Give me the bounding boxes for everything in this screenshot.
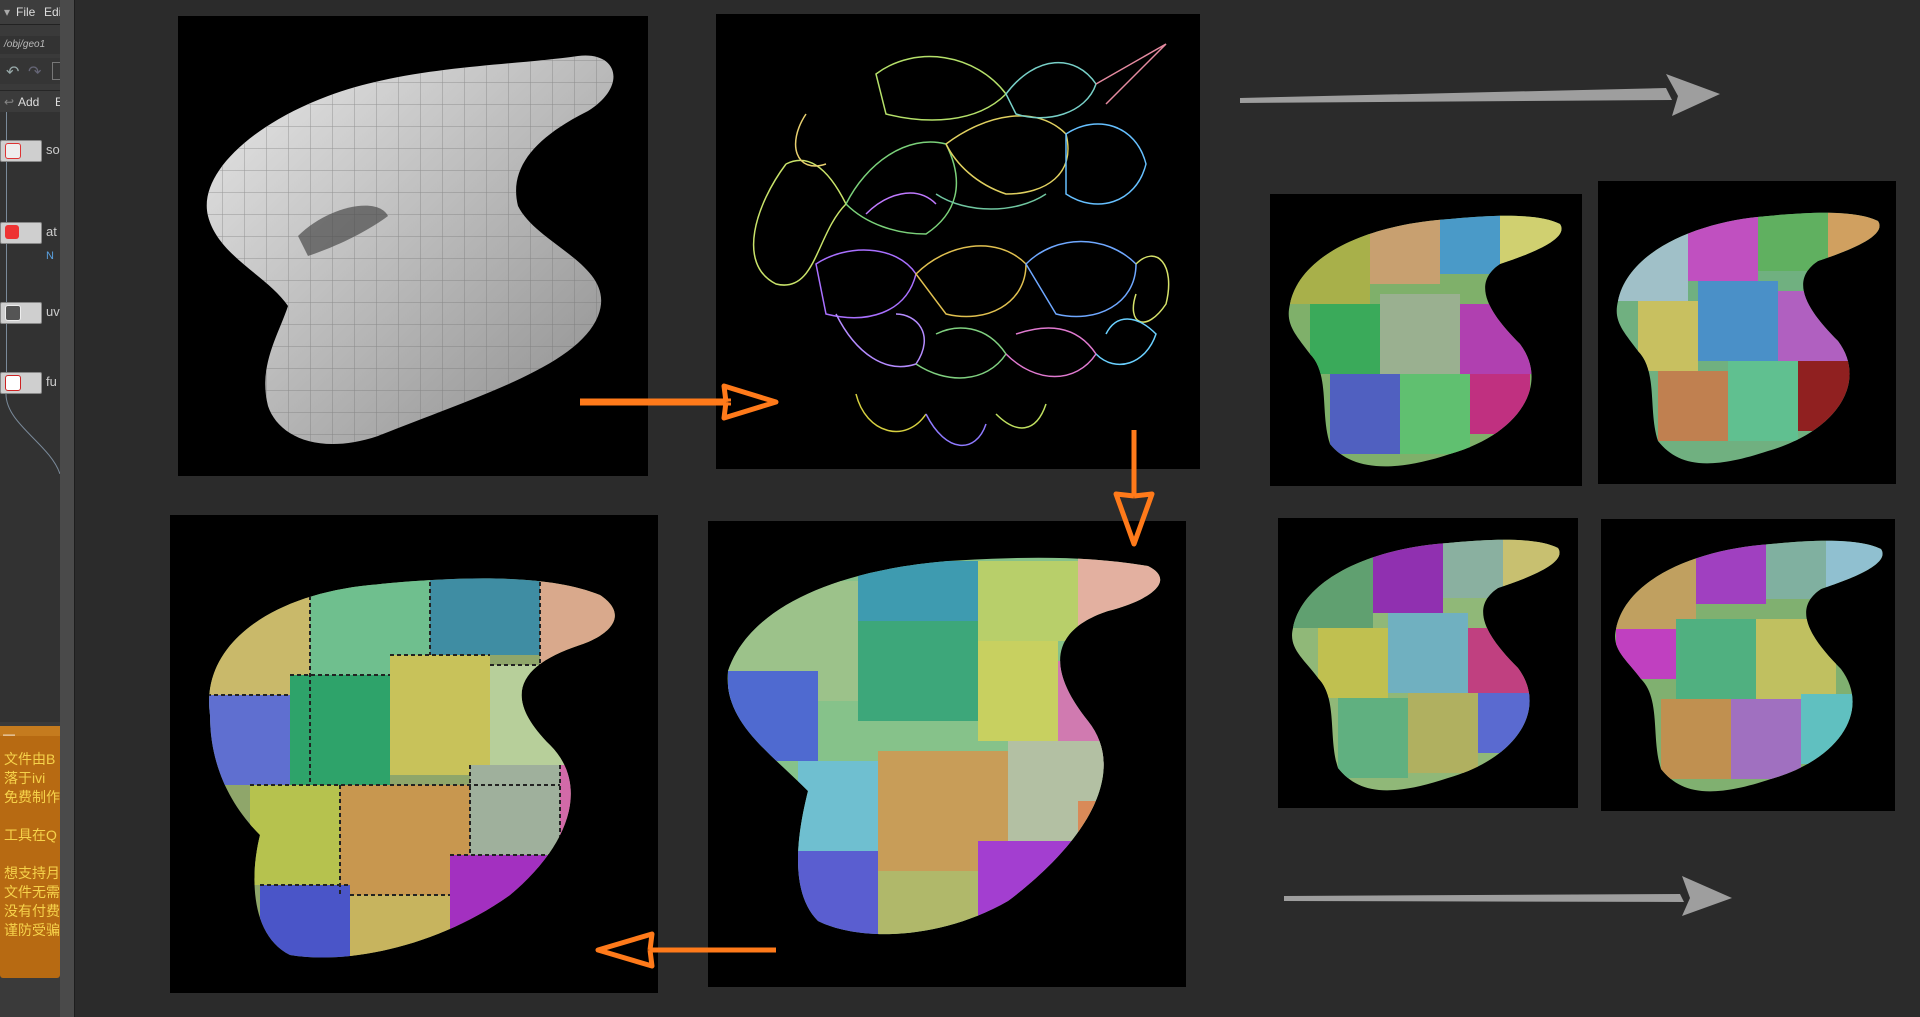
- pin-icon[interactable]: ↩: [4, 95, 15, 109]
- orange-arrow-shaft: [580, 398, 731, 406]
- arrow-down-orange: [1113, 430, 1155, 547]
- add-bar: ↩ Add E: [0, 90, 64, 114]
- variant-render-4: [1615, 540, 1883, 792]
- node-label: so: [46, 142, 60, 157]
- arrow-left-orange: [595, 931, 776, 969]
- gray-arrow-head: [1682, 876, 1732, 916]
- viewport-colored-patches: [708, 521, 1186, 987]
- node-network[interactable]: so at N uv fu: [0, 112, 60, 722]
- gray-arrow-shaft: [1284, 894, 1684, 902]
- voronoi-curves-render: [752, 43, 1170, 447]
- menu-handle-icon: ▾: [4, 5, 11, 19]
- sticky-collapse-bar[interactable]: [0, 726, 60, 736]
- wire: [6, 112, 7, 140]
- menu-bar: ▾ File Edi: [0, 0, 62, 25]
- node-label: at: [46, 224, 57, 239]
- uv-icon: [5, 305, 21, 321]
- wire: [6, 162, 7, 222]
- node-fuse[interactable]: [0, 372, 42, 394]
- orange-arrow-shape: [580, 383, 779, 421]
- orange-arrow-shape: [595, 931, 776, 969]
- node-flag: N: [46, 250, 54, 262]
- sticky-line: 没有付费: [4, 903, 60, 919]
- sticky-line: 想支持月: [4, 865, 60, 881]
- sticky-line: 文件无需: [4, 884, 60, 900]
- gray-arrow-shaft: [1240, 88, 1672, 103]
- node-label: fu: [46, 374, 57, 389]
- viewport-variant-3: [1278, 518, 1578, 808]
- viewport-variant-1: [1270, 194, 1582, 486]
- sticky-note[interactable]: — 文件由B 落于ivi 免费制作 工具在Q 想支持月 文件无需 没有付费 谨防…: [0, 726, 60, 978]
- colored-patches-render: [727, 557, 1161, 935]
- undo-icon[interactable]: ↶: [6, 64, 20, 81]
- sticky-line: 落于ivi: [4, 770, 46, 786]
- viewport-stitched-result: [170, 515, 658, 993]
- sop-icon: [5, 143, 21, 159]
- viewport-variant-2: [1598, 181, 1896, 484]
- wire: [6, 324, 7, 382]
- arrow-right-orange: [580, 383, 779, 421]
- node-attribute[interactable]: [0, 222, 42, 244]
- gray-arrow-head: [1666, 74, 1720, 116]
- variant-render-1: [1288, 215, 1562, 467]
- sticky-line: 免费制作: [4, 789, 60, 805]
- network-path[interactable]: /obj/geo1: [0, 36, 60, 54]
- sticky-line: 工具在Q: [4, 827, 57, 843]
- add-menu[interactable]: Add: [18, 95, 40, 109]
- pane-divider[interactable]: [60, 0, 74, 1017]
- node-label: uv: [46, 304, 60, 319]
- sticky-line: 谨防受骗: [4, 922, 60, 938]
- base-mesh-render: [206, 55, 614, 445]
- nav-toolbar: ↶ ↷: [0, 58, 62, 84]
- arrow-right-gray-top: [1240, 74, 1720, 116]
- attribute-icon: [5, 225, 19, 239]
- network-pane: ▾ File Edi /obj/geo1 ↶ ↷ ↩ Add E so at N…: [0, 0, 75, 1017]
- viewport-base-mesh: [178, 16, 648, 476]
- wire: [5, 394, 60, 474]
- add-e-menu[interactable]: E: [55, 95, 64, 109]
- orange-arrow-shape: [1113, 430, 1155, 547]
- collapse-icon[interactable]: —: [3, 727, 15, 741]
- viewport-variant-4: [1601, 519, 1895, 811]
- node-sop[interactable]: [0, 140, 42, 162]
- node-uv[interactable]: [0, 302, 42, 324]
- sticky-line: 文件由B: [4, 751, 56, 767]
- redo-icon[interactable]: ↷: [28, 64, 42, 81]
- menu-file[interactable]: File: [16, 5, 36, 19]
- variant-render-3: [1292, 539, 1560, 791]
- fuse-icon: [5, 375, 21, 391]
- menu-edit[interactable]: Edi: [44, 5, 62, 19]
- arrow-right-gray-bottom: [1284, 876, 1732, 916]
- viewport-curves: [716, 14, 1200, 469]
- wire: [6, 244, 7, 302]
- variant-render-2: [1616, 212, 1880, 464]
- stitched-patches-render: [209, 578, 615, 958]
